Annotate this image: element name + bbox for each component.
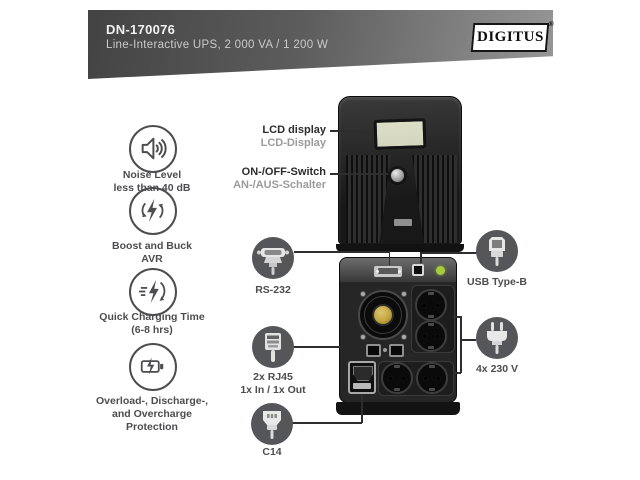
feature-avr-line1: Boost and Buck xyxy=(112,240,192,252)
feature-avr-line2: AVR xyxy=(141,253,163,265)
quick-charge-icon xyxy=(129,268,177,316)
feature-protection-line3: Protection xyxy=(126,421,178,433)
c14-label: C14 xyxy=(262,446,282,458)
rs232-screw-left xyxy=(375,270,379,273)
rs232-screw-right xyxy=(397,270,401,273)
fan-screw xyxy=(360,334,366,340)
digitus-logo: DIGITUS ® xyxy=(470,21,554,52)
sockets-bracket-line xyxy=(460,316,462,373)
lcd-callout-label-de: LCD-Display xyxy=(260,137,326,149)
lcd-callout-line xyxy=(330,130,372,132)
sockets-label: 4x 230 V xyxy=(475,363,519,375)
fan-screw xyxy=(360,291,366,297)
battery-protection-icon xyxy=(129,343,177,391)
feature-protection-line1: Overload-, Discharge-, xyxy=(95,395,209,407)
sockets-bracket-line xyxy=(453,372,461,374)
feature-protection-line2: and Overcharge xyxy=(112,408,192,420)
usb-type-b-icon xyxy=(476,230,518,272)
feature-charge-line2: (6-8 hrs) xyxy=(131,324,173,336)
feature-noise-line1: Noise Level xyxy=(122,169,182,181)
power-callout-line xyxy=(330,173,388,175)
c14-inlet-label xyxy=(353,383,371,389)
fan-screw xyxy=(401,291,407,297)
c14-callout-line xyxy=(361,394,363,423)
product-id: DN-170076 xyxy=(106,22,176,37)
schuko-socket-4 xyxy=(416,362,448,394)
usb-callout-line xyxy=(420,252,477,254)
usb-label: USB Type-B xyxy=(467,276,527,288)
digitus-logo-text: DIGITUS xyxy=(476,29,544,45)
registered-mark: ® xyxy=(548,21,555,28)
rs232-callout-line xyxy=(294,251,390,253)
rs232-port-face xyxy=(378,268,398,274)
sockets-bracket-line xyxy=(453,316,461,318)
schuko-socket-1 xyxy=(415,289,447,321)
fan-screw xyxy=(401,334,407,340)
power-callout-label-de: AN-/AUS-Schalter xyxy=(233,179,326,191)
status-led xyxy=(436,266,445,275)
rs232-connector-icon xyxy=(252,237,294,279)
rj45-port-out xyxy=(389,344,404,357)
rj45-sublabel: 1x In / 1x Out xyxy=(240,384,306,396)
lcd-display xyxy=(373,118,427,150)
rj45-plug-icon xyxy=(252,326,294,368)
schuko-socket-2 xyxy=(415,320,447,352)
fan-grille-ring xyxy=(364,296,402,334)
usb-b-port xyxy=(412,264,424,276)
feature-charge-line1: Quick Charging Time xyxy=(99,311,205,323)
front-brand-plate xyxy=(394,219,412,226)
speaker-icon xyxy=(129,125,177,173)
rs232-label: RS-232 xyxy=(255,284,291,296)
c14-callout-line xyxy=(292,422,362,424)
c14-inlet-face xyxy=(353,366,373,381)
schuko-socket-3 xyxy=(381,362,413,394)
power-button xyxy=(390,168,405,183)
rj45-port-in xyxy=(366,344,381,357)
rear-base xyxy=(336,402,460,415)
rj45-label: 2x RJ45 xyxy=(253,371,293,383)
rj45-callout-line xyxy=(293,346,341,348)
lcd-callout-label-en: LCD display xyxy=(262,124,326,136)
power-callout-label-en: ON-/OFF-Switch xyxy=(241,166,326,178)
c14-plug-icon xyxy=(251,403,293,445)
avr-bolt-icon xyxy=(129,187,177,235)
rj45-screw xyxy=(383,348,387,352)
product-subtitle: Line-Interactive UPS, 2 000 VA / 1 200 W xyxy=(106,39,329,51)
front-base xyxy=(336,244,464,252)
fan-hub-label xyxy=(372,304,394,326)
sockets-bracket-line xyxy=(460,339,476,341)
usb-callout-line xyxy=(420,252,422,263)
rs232-callout-line xyxy=(388,251,390,265)
power-plug-icon xyxy=(476,317,518,359)
